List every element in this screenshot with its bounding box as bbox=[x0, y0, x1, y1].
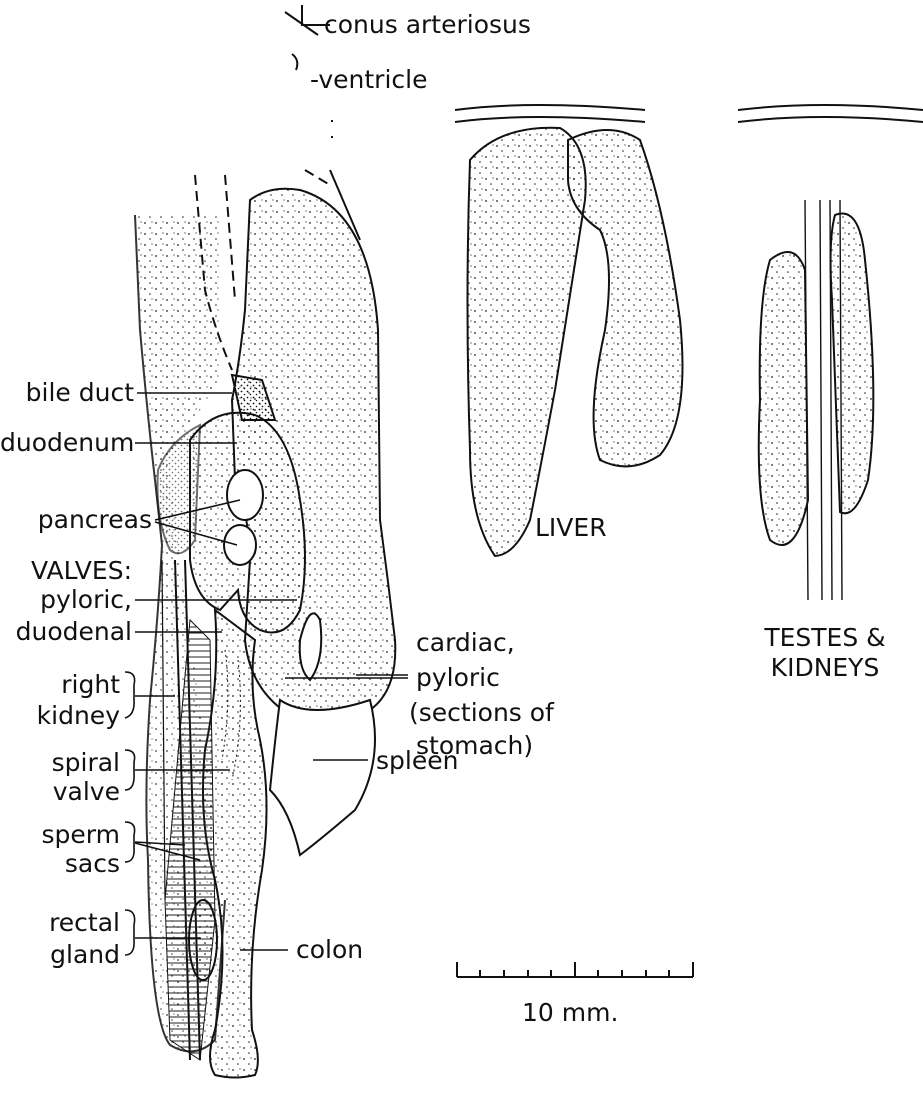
pyloric-label: pyloric bbox=[416, 665, 500, 690]
conus-arteriosus-label: conus arteriosus bbox=[324, 12, 531, 37]
bile-duct-label: bile duct bbox=[0, 380, 134, 405]
right-kidney-label-2: kidney bbox=[0, 703, 120, 728]
liver-label: LIVER bbox=[535, 515, 607, 540]
spleen-label: spleen bbox=[376, 748, 458, 773]
testes-kidneys-drawing bbox=[738, 105, 923, 600]
cardiac-label: cardiac, bbox=[416, 630, 515, 655]
colon-label: colon bbox=[296, 937, 363, 962]
right-kidney-label-1: right bbox=[0, 672, 120, 697]
rectal-gland-label-2: gland bbox=[0, 942, 120, 967]
duodenum-label: duodenum bbox=[0, 430, 132, 455]
valves-pyloric-label: pyloric, bbox=[0, 587, 132, 612]
sections-label-1: (sections of bbox=[409, 700, 554, 725]
scale-label: 10 mm. bbox=[522, 1000, 618, 1025]
valves-duodenal-label: duodenal bbox=[0, 619, 132, 644]
ventricle-label: -ventricle bbox=[310, 67, 427, 92]
rectal-gland-label-1: rectal bbox=[0, 910, 120, 935]
spiral-valve-label-2: valve bbox=[0, 779, 120, 804]
testes-label-1: TESTES & bbox=[730, 625, 920, 650]
testes-label-2: KIDNEYS bbox=[730, 655, 920, 680]
spiral-valve-label-1: spiral bbox=[0, 750, 120, 775]
pancreas-label: pancreas bbox=[0, 507, 152, 532]
valves-title-label: VALVES: bbox=[0, 558, 132, 583]
sperm-sacs-label-2: sacs bbox=[0, 851, 120, 876]
liver-drawing bbox=[455, 105, 683, 556]
sperm-sacs-label-1: sperm bbox=[0, 822, 120, 847]
scale-bar bbox=[457, 962, 693, 977]
